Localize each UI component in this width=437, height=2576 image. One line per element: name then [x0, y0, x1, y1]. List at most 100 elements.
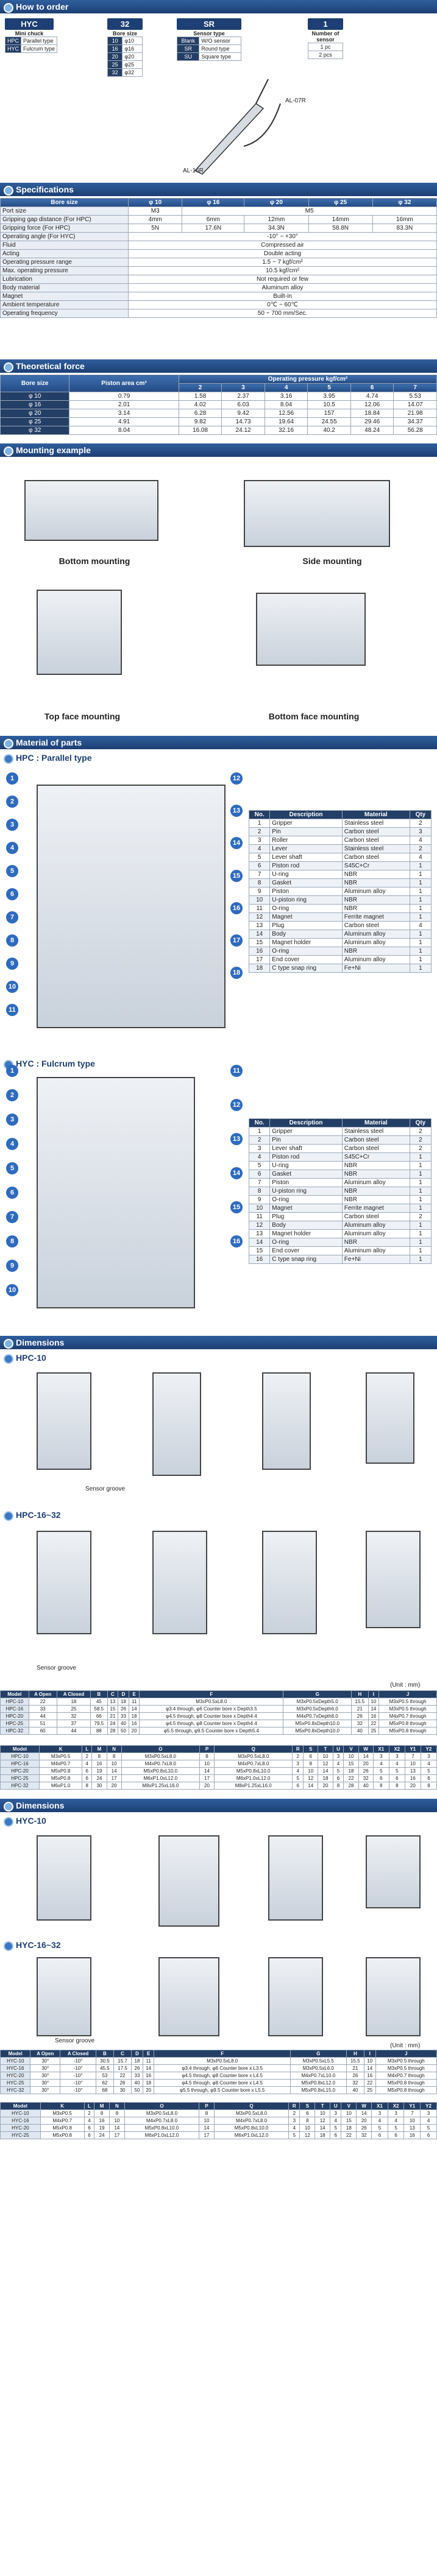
table-cell: Fe+Ni: [341, 1255, 410, 1264]
table-cell: 3: [387, 2109, 405, 2117]
table-cell: HPC-32: [0, 1727, 29, 1735]
table-cell: 4: [409, 836, 432, 845]
table-cell: φ 25: [308, 198, 373, 207]
table-cell: 11: [128, 1698, 140, 1706]
table-cell: M3xP0.5xL8.0: [124, 2109, 200, 2117]
table-cell: 1: [409, 895, 432, 905]
table-cell: HPC-16: [0, 1760, 40, 1768]
table-cell: 83.3N: [372, 224, 437, 233]
table-cell: O: [124, 2102, 200, 2110]
table-cell: M3xP0.5 through: [375, 2057, 437, 2065]
table-cell: Y2: [420, 1745, 437, 1753]
table-cell: U-ring: [269, 870, 343, 879]
mount-caption: Top face mounting: [44, 711, 121, 721]
mount-caption: Bottom mounting: [59, 556, 130, 566]
table-cell: 16.08: [178, 426, 222, 435]
table-cell: 18: [142, 2079, 155, 2087]
table-cell: X1: [372, 1745, 389, 1753]
table-cell: 25: [363, 2086, 376, 2094]
sensor-illustration: [194, 79, 281, 175]
table-cell: 8: [372, 1782, 389, 1790]
table-cell: M3xP0.5 through: [375, 2064, 437, 2072]
table-cell: 6: [299, 2109, 316, 2117]
table-cell: Gripping gap distance (For HPC): [0, 215, 129, 224]
table-cell: Magnet holder: [269, 1229, 343, 1238]
part-callout: 10: [6, 981, 18, 993]
table-cell: Stainless steel: [341, 844, 410, 853]
table-cell: 10: [299, 2124, 316, 2132]
table-cell: 33: [118, 1712, 129, 1720]
table-cell: Piston rod: [269, 1152, 343, 1162]
table-cell: 18: [131, 2057, 143, 2065]
table-cell: 6: [387, 2131, 405, 2139]
table-cell: 10: [303, 1767, 319, 1775]
table-cell: 6: [83, 2124, 95, 2132]
table-cell: 16: [404, 1774, 421, 1782]
table-cell: Aluminum alloy: [341, 1246, 410, 1255]
part-callout: 13: [230, 805, 243, 817]
table-cell: 2: [409, 1135, 432, 1145]
table-cell: Lever shaft: [269, 1144, 343, 1153]
table-cell: 16: [368, 1712, 380, 1720]
table-cell: Operating pressure range: [0, 258, 129, 267]
table-cell: M5xP0.8: [40, 2131, 85, 2139]
section-bar: Specifications: [0, 183, 437, 196]
table-cell: O: [121, 1745, 200, 1753]
table-cell: Aluminum alloy: [341, 955, 410, 964]
order-code: SR: [177, 18, 241, 30]
table-cell: 33: [131, 2072, 143, 2080]
table-cell: 3: [388, 1752, 405, 1760]
table-cell: Model: [0, 1745, 40, 1753]
table-cell: 4: [332, 1760, 344, 1768]
table-cell: A Open: [30, 2050, 61, 2058]
table-cell: C: [113, 2050, 132, 2058]
table-cell: 58.8N: [308, 224, 373, 233]
table-cell: Aluminum alloy: [341, 1178, 410, 1187]
table-cell: 14: [303, 1782, 319, 1790]
table-cell: -10°: [60, 2064, 96, 2072]
table-cell: 4: [264, 383, 308, 392]
table-cell: Carbon steel: [341, 1144, 410, 1153]
table-cell: Model: [0, 2050, 31, 2058]
table-cell: φ20: [122, 52, 143, 61]
table-cell: Piston: [269, 1178, 343, 1187]
table-cell: 0℃ ~ 60℃: [128, 300, 437, 309]
table-cell: 21: [346, 2064, 364, 2072]
table-cell: 22: [343, 1774, 359, 1782]
table-cell: 6: [82, 1774, 93, 1782]
table-cell: K: [40, 2102, 85, 2110]
table-cell: 8: [248, 878, 271, 887]
table-cell: φ4.5 through, φ8 Counter bore x L4.5: [154, 2072, 291, 2080]
table-cell: 1: [409, 1152, 432, 1162]
table-cell: 5: [371, 2124, 388, 2132]
table-cell: 1: [409, 955, 432, 964]
table-cell: A Open: [28, 1690, 57, 1698]
table-cell: 2: [409, 1144, 432, 1153]
table-cell: Built-in: [128, 292, 437, 301]
mount-caption: Side mounting: [302, 556, 362, 566]
hpc16-side-drawing: [152, 1531, 207, 1634]
table-cell: 15: [341, 2117, 357, 2125]
table-cell: HYC-25: [0, 2131, 41, 2139]
table-cell: M3xP0.5xL8.0: [214, 1752, 293, 1760]
table-cell: Operating angle (For HYC): [0, 232, 129, 241]
table-cell: 4: [82, 1760, 93, 1768]
table-cell: 9.82: [178, 417, 222, 426]
table-cell: 30: [91, 1782, 107, 1790]
table-cell: 8: [82, 1782, 93, 1790]
unit-label: (Unit : mm): [390, 1682, 421, 1689]
table-cell: 2.37: [221, 392, 265, 401]
table-cell: Double acting: [128, 249, 437, 258]
dim-subtitle: HPC-10: [0, 1349, 437, 1365]
table-cell: φ4.5 through, φ8 Counter bore x Depth4.4: [139, 1720, 284, 1727]
